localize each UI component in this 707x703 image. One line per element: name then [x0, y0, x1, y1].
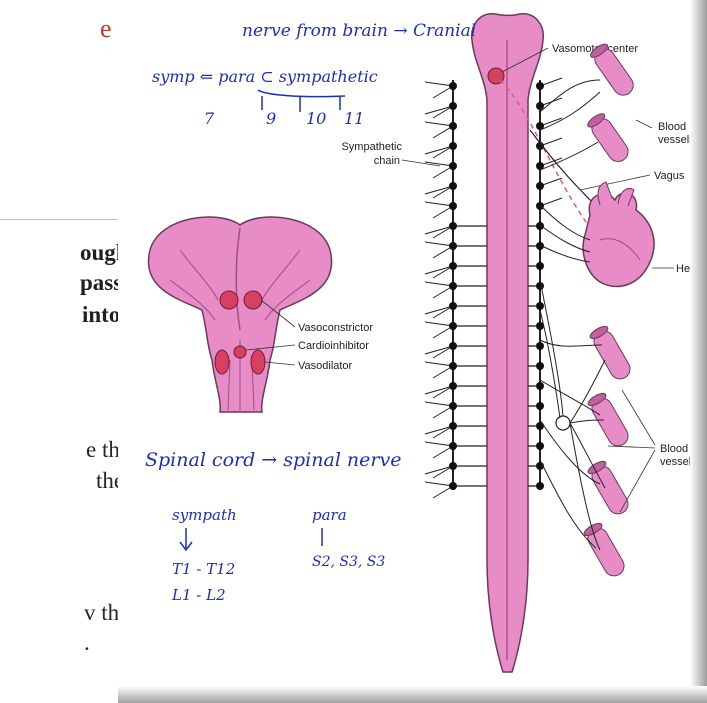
- ganglion-right: [536, 262, 544, 270]
- handwritten-cranial-7: 7: [204, 109, 215, 128]
- nerve-branch-left: [425, 466, 453, 474]
- spinal-cord: [472, 14, 544, 672]
- slide-red-fragment: e: [100, 14, 112, 44]
- nerve-branch-left: [425, 186, 453, 194]
- ganglion-left: [449, 142, 457, 150]
- page-shadow-bottom: [118, 686, 707, 703]
- nerve-branch-left: [425, 146, 453, 154]
- nerve-branch-left: [425, 402, 453, 406]
- slide-text-panel: e ough pass into e the the v the .: [0, 0, 135, 703]
- nerve-branch-left: [425, 442, 453, 446]
- ganglion-left: [449, 222, 457, 230]
- handwritten-spinal-note: Spinal cord → spinal nerve: [145, 449, 401, 471]
- nerve-branch-left: [425, 386, 453, 394]
- ganglion-right: [536, 382, 544, 390]
- blood-vessels-top: [540, 42, 637, 170]
- ganglion-right: [536, 202, 544, 210]
- nerve-branch-left: [425, 322, 453, 326]
- heart-illustration: [583, 182, 654, 286]
- ganglion-left: [449, 322, 457, 330]
- ganglion-right: [536, 362, 544, 370]
- ganglion-left: [449, 402, 457, 410]
- ganglion-left: [449, 122, 457, 130]
- handwritten-sympathetic-label: sympath: [172, 506, 237, 524]
- nerve-branch-left: [425, 266, 453, 274]
- nerve-branch-left: [425, 482, 453, 486]
- ganglion-right: [536, 182, 544, 190]
- ganglion-right: [536, 342, 544, 350]
- handwritten-cranial-10: 10: [306, 109, 326, 128]
- ganglion-left: [449, 482, 457, 490]
- label-vasodilator: Vasodilator: [298, 360, 353, 372]
- ganglion-right: [536, 422, 544, 430]
- page-shadow-right: [690, 0, 707, 703]
- ganglion-left: [449, 262, 457, 270]
- slide-text-line-3: into: [82, 302, 120, 328]
- handwritten-sympathetic-range-1: T1 - T12: [172, 560, 235, 578]
- handwritten-para-label: para: [312, 506, 347, 524]
- ganglion-left: [449, 382, 457, 390]
- ganglion-left: [449, 202, 457, 210]
- blood-vessels-bottom: [540, 280, 634, 580]
- ganglion-left: [449, 442, 457, 450]
- ganglion-left: [449, 282, 457, 290]
- label-vagus: Vagus: [654, 170, 685, 182]
- nerve-branch-left: [425, 306, 453, 314]
- handwritten-cranial-9: 9: [266, 109, 276, 128]
- ganglion-right: [536, 282, 544, 290]
- ganglion-right: [536, 102, 544, 110]
- nerve-branch-left: [425, 122, 453, 126]
- label-sympathetic-chain-2: chain: [374, 155, 400, 167]
- nerve-branch-left: [425, 282, 453, 286]
- nerve-branch-left: [425, 106, 453, 114]
- handwritten-cranial-11: 11: [344, 109, 364, 128]
- ganglion-left: [449, 362, 457, 370]
- label-vasoconstrictor: Vasoconstrictor: [298, 322, 373, 334]
- label-cardioinhibitor: Cardioinhibitor: [298, 340, 369, 352]
- ganglion-left: [449, 422, 457, 430]
- slide-text-line-7: .: [84, 630, 90, 656]
- nerve-branch-left: [425, 202, 453, 206]
- handwritten-para-range: S2, S3, S3: [312, 554, 385, 570]
- label-sympathetic-chain-1: Sympathetic: [341, 141, 402, 153]
- handwritten-sympathetic-range-2: L1 - L2: [171, 586, 226, 604]
- ganglion-right: [536, 82, 544, 90]
- ganglion-left: [449, 242, 457, 250]
- nerve-branch-left: [425, 426, 453, 434]
- ganglion-left: [449, 162, 457, 170]
- ganglion-left: [449, 302, 457, 310]
- ganglion-left: [449, 182, 457, 190]
- ganglion-right: [536, 402, 544, 410]
- nerve-branch-left: [425, 82, 453, 86]
- ganglion-right: [536, 482, 544, 490]
- label-blood-vessels-top-1: Blood: [658, 121, 686, 133]
- ganglion-left: [449, 102, 457, 110]
- ganglion-left: [449, 342, 457, 350]
- nerve-branch-left: [425, 346, 453, 354]
- slide-text-line-2: pass: [80, 270, 122, 296]
- ganglion-left: [449, 462, 457, 470]
- nerve-branch-left: [425, 226, 453, 234]
- handwritten-para-note: symp ⇐ para ⊂ sympathetic: [152, 67, 378, 86]
- ganglion-right: [536, 442, 544, 450]
- label-blood-vessels-bottom-1: Blood: [660, 443, 688, 455]
- autonomic-diagram: Vasoconstrictor Cardioinhibitor Vasodila…: [118, 0, 707, 703]
- figure-panel: Vasoconstrictor Cardioinhibitor Vasodila…: [118, 0, 707, 703]
- ganglion-right: [536, 302, 544, 310]
- ganglion-right: [536, 222, 544, 230]
- ganglion-left: [449, 82, 457, 90]
- nerve-branch-left: [425, 242, 453, 246]
- handwritten-top-note: nerve from brain → Cranial: [242, 21, 476, 41]
- nerve-branch-left: [425, 362, 453, 366]
- brainstem-illustration: [148, 217, 331, 412]
- divider-line: [0, 219, 135, 220]
